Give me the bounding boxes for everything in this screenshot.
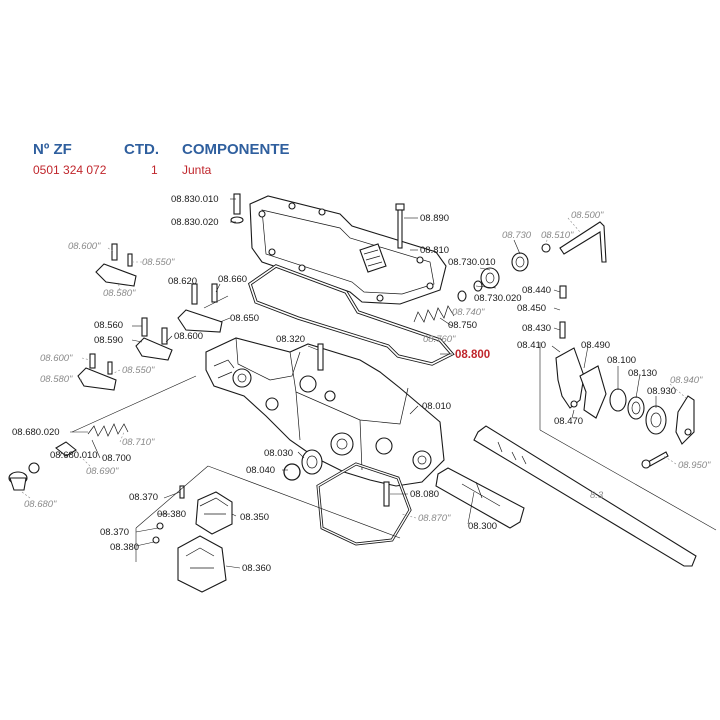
callout-08-010: 08.010 [422, 401, 451, 412]
callout-08-080: 08.080 [410, 489, 439, 500]
svg-text:8.3: 8.3 [590, 490, 604, 501]
callout-08-940: 08.940" [670, 375, 703, 386]
callout-08-580-bottom: 08.580" [40, 374, 73, 385]
pins-08-440[interactable] [559, 285, 567, 339]
pin-08-320[interactable] [317, 343, 324, 371]
callout-08-550-top: 08.550" [142, 257, 175, 268]
callout-08-510: 08.510" [541, 230, 574, 241]
callout-08-870: 08.870" [418, 513, 451, 524]
callout-08-730-020: 08.730.020 [474, 293, 522, 304]
callout-08-470: 08.470 [554, 416, 583, 427]
column-header-quantity: CTD. [124, 141, 159, 158]
callout-08-830-020: 08.830.020 [171, 217, 219, 228]
callout-08-380-top: 08.380 [157, 509, 186, 520]
grouping-lines [71, 342, 717, 562]
callout-08-730: 08.730 [502, 230, 532, 241]
callout-08-650: 08.650 [230, 313, 259, 324]
callout-08-370-top: 08.370 [129, 492, 158, 503]
callout-08-300: 08.300 [468, 521, 497, 532]
callout-08-710: 08.710" [122, 437, 155, 448]
part-zf-number[interactable]: 0501 324 072 [33, 163, 107, 177]
lever-08-940[interactable] [675, 395, 695, 445]
spring-08-700[interactable] [55, 423, 129, 457]
callout-08-550-bottom: 08.550" [122, 365, 155, 376]
bushing-08-730[interactable] [511, 243, 551, 272]
housing-08-010[interactable] [205, 337, 445, 487]
callout-08-600-top: 08.600" [68, 241, 101, 252]
callout-08-680-020: 08.680.020 [12, 427, 60, 438]
fork-08-350[interactable] [179, 485, 233, 535]
callout-08-440: 08.440 [522, 285, 551, 296]
callout-08-620: 08.620 [168, 276, 197, 287]
callout-08-040: 08.040 [246, 465, 275, 476]
bolt-08-890[interactable] [395, 203, 405, 249]
gasket-08-800[interactable] [247, 264, 455, 366]
callout-08-590: 08.590 [94, 335, 123, 346]
callout-08-700: 08.700 [102, 453, 131, 464]
washer-08-930[interactable] [645, 405, 667, 435]
callout-08-580-top: 08.580" [103, 288, 136, 299]
callout-08-760: 08.760" [423, 334, 456, 345]
washer-08-040[interactable] [283, 463, 301, 481]
callout-08-810: 08.810 [420, 245, 449, 256]
bracket-08-650[interactable] [177, 283, 223, 333]
callout-08-930: 08.930 [647, 386, 676, 397]
bracket-08-560[interactable] [135, 317, 173, 361]
part-component-name: Junta [182, 163, 212, 177]
plug-08-680[interactable] [8, 462, 40, 491]
callout-08-490: 08.490 [581, 340, 610, 351]
callout-labels: 08.830.010 08.830.020 08.890 08.500" 08.… [12, 194, 711, 574]
seal-08-730-010[interactable] [473, 267, 500, 292]
callout-08-350: 08.350 [240, 512, 269, 523]
callout-08-410: 08.410 [517, 340, 546, 351]
callout-08-730-010: 08.730.010 [448, 257, 496, 268]
bent-rod-08-500[interactable] [559, 221, 607, 263]
selector-rod-08-300[interactable] [435, 467, 525, 529]
callout-08-430: 08.430 [522, 323, 551, 334]
bracket-08-580-top[interactable] [95, 243, 137, 287]
bolt-08-830[interactable] [230, 193, 244, 224]
long-shaft[interactable]: 8.3 [473, 425, 697, 567]
part-quantity: 1 [151, 163, 158, 177]
callout-08-600-bottom: 08.600" [40, 353, 73, 364]
spring-08-750[interactable] [413, 290, 467, 323]
callout-08-680: 08.680" [24, 499, 57, 510]
bolt-08-950[interactable] [641, 451, 669, 469]
callout-08-600: 08.600 [174, 331, 203, 342]
callout-08-660: 08.660 [218, 274, 247, 285]
callout-08-450: 08.450 [517, 303, 546, 314]
callout-08-680-010: 08.680.010 [50, 450, 98, 461]
callout-08-740: 08.740" [452, 307, 485, 318]
callout-08-500: 08.500" [571, 210, 604, 221]
callout-08-320: 08.320 [276, 334, 305, 345]
column-header-zf-number: Nº ZF [33, 141, 72, 158]
column-header-component: COMPONENTE [182, 141, 290, 158]
callout-08-950: 08.950" [678, 460, 711, 471]
pin-08-080[interactable] [383, 481, 390, 507]
callout-08-370-bottom: 08.370 [100, 527, 129, 538]
callout-08-030: 08.030 [264, 448, 293, 459]
gear-08-030[interactable] [301, 449, 323, 475]
callout-08-750: 08.750 [448, 320, 477, 331]
leader-lines [21, 198, 687, 569]
fork-08-360[interactable] [152, 522, 227, 593]
bracket-08-580-bottom[interactable] [77, 353, 117, 391]
callout-08-690: 08.690" [86, 466, 119, 477]
cover-08-810[interactable] [249, 195, 447, 305]
callout-08-380-bottom: 08.380 [110, 542, 139, 553]
callout-08-560: 08.560 [94, 320, 123, 331]
gasket-08-870[interactable] [316, 462, 412, 546]
callout-08-130: 08.130 [628, 368, 657, 379]
shift-finger-08-490[interactable] [555, 347, 607, 419]
callout-08-100: 08.100 [607, 355, 636, 366]
bearing-08-100[interactable] [609, 388, 645, 420]
callout-08-890: 08.890 [420, 213, 449, 224]
callout-08-360: 08.360 [242, 563, 271, 574]
callout-08-800: 08.800 [455, 349, 490, 361]
callout-08-830-010: 08.830.010 [171, 194, 219, 205]
